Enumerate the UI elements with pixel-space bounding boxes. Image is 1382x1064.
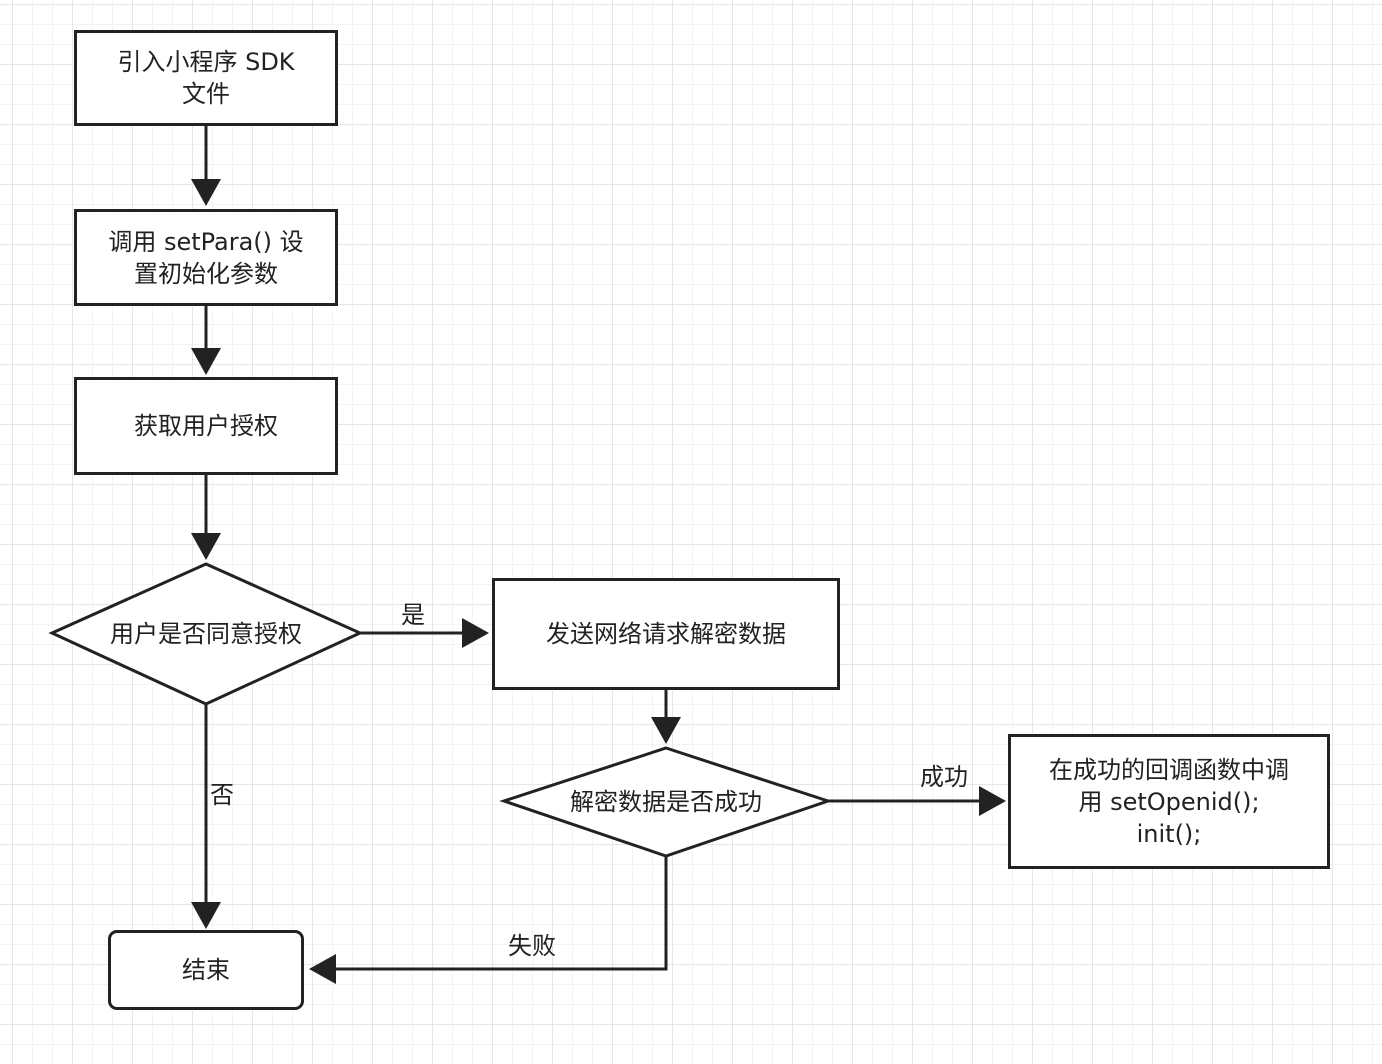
node-send-request-label: 发送网络请求解密数据 <box>546 620 786 648</box>
node-end-label: 结束 <box>182 956 230 984</box>
node-get-auth: 获取用户授权 <box>74 377 338 475</box>
node-callback-label: 在成功的回调函数中调 用 setOpenid(); init(); <box>1049 755 1289 848</box>
node-import-sdk: 引入小程序 SDK 文件 <box>74 30 338 126</box>
edge-label-yes: 是 <box>401 601 425 629</box>
decision-user-agree-label: 用户是否同意授权 <box>110 620 302 648</box>
decision-user-agree <box>48 562 364 706</box>
node-end: 结束 <box>108 930 304 1010</box>
decision-decrypt-success <box>499 746 833 858</box>
node-callback: 在成功的回调函数中调 用 setOpenid(); init(); <box>1008 734 1330 869</box>
decision-decrypt-success-label: 解密数据是否成功 <box>570 788 762 816</box>
edge-label-no: 否 <box>210 781 234 809</box>
edge-decrypt-fail <box>309 856 668 984</box>
node-import-sdk-label: 引入小程序 SDK 文件 <box>117 48 295 108</box>
node-send-request: 发送网络请求解密数据 <box>492 578 840 690</box>
node-set-para-label: 调用 setPara() 设 置初始化参数 <box>108 227 304 288</box>
edge-label-fail: 失败 <box>508 932 556 960</box>
node-set-para: 调用 setPara() 设 置初始化参数 <box>74 209 338 306</box>
edge-label-success: 成功 <box>920 763 968 791</box>
node-get-auth-label: 获取用户授权 <box>134 412 278 440</box>
